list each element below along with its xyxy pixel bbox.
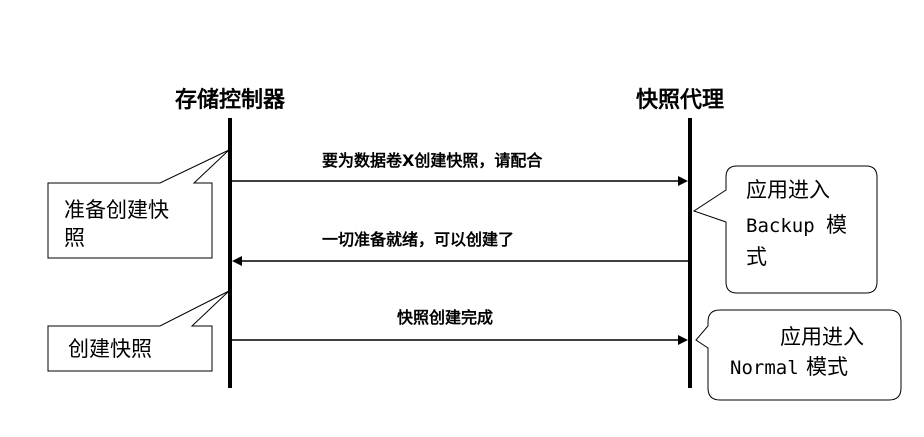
- note-left-1-line2: 照: [64, 226, 85, 250]
- note-left-2-callout: [47, 290, 230, 372]
- message-1-label: 要为数据卷X创建快照，请配合: [322, 151, 543, 170]
- actor-snapshot-agent: 快照代理: [636, 88, 724, 113]
- note-left-1-line1: 准备创建快: [64, 198, 169, 222]
- note-right-1-callout: [692, 165, 878, 294]
- note-right-1-line2-suffix: 模: [826, 213, 847, 237]
- message-1-arrowhead: [678, 176, 688, 186]
- note-right-2-callout: [695, 309, 902, 401]
- note-right-1-line1: 应用进入: [746, 178, 830, 202]
- actor-storage-controller: 存储控制器: [175, 87, 286, 113]
- note-right-1-line3: 式: [746, 245, 767, 269]
- note-right-1-line2-prefix: Backup: [746, 215, 815, 237]
- note-right-2-line2-prefix: Normal: [730, 357, 799, 379]
- note-left-1-callout: [47, 149, 230, 259]
- note-left-2-line1: 创建快照: [68, 337, 152, 361]
- message-2-arrowhead: [232, 256, 242, 266]
- message-2-label: 一切准备就绪，可以创建了: [322, 230, 514, 249]
- note-right-2-line2-suffix: 模式: [806, 355, 848, 379]
- note-right-2-line1: 应用进入: [780, 325, 864, 349]
- message-3-label: 快照创建完成: [397, 308, 493, 327]
- message-3-arrowhead: [678, 335, 688, 345]
